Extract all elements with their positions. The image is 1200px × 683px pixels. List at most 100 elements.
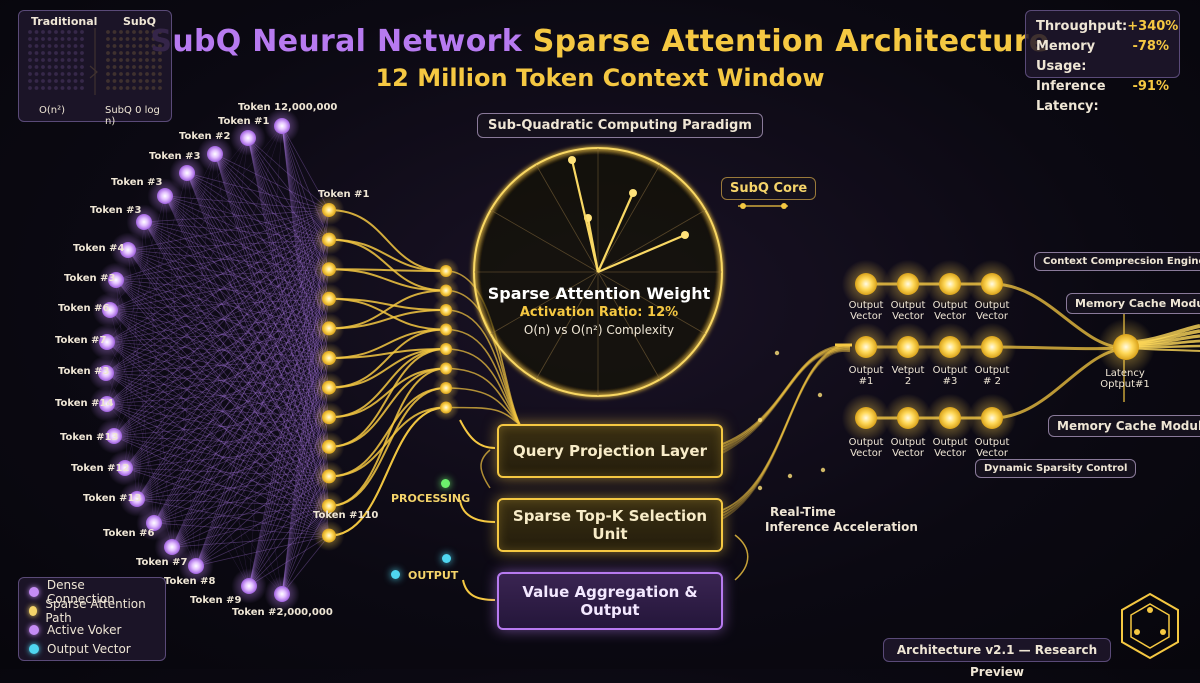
output-vector-label: Output Vector [974,300,1010,322]
memory-cache-module-bottom: Memory Cache Module [1048,415,1200,437]
output-vector-label: Output Vector [932,437,968,459]
title-part-2: Sparse Attention Architecture [532,24,1050,59]
input-token-node [110,232,146,268]
mid-token-bottom: Token #110 [313,510,379,521]
processing-label: PROCESSING [391,492,471,505]
legend: Dense Connection Sparse Attention Path A… [18,577,166,661]
middle-node [313,194,345,226]
input-token-node [136,505,172,541]
architecture-diagram [28,28,1200,660]
input-token-label: Token #3 [64,273,116,284]
output-vector-node [967,393,1017,443]
convergence-node [432,394,460,421]
version-badge: Architecture v2.1 — Research Preview [883,638,1111,679]
input-token-label: Token #1 [218,116,270,127]
mid-token-top: Token #1 [318,189,370,200]
input-token-node [264,108,300,144]
output-vector-node [883,259,933,309]
middle-node [313,461,345,492]
topk-selection-unit: Sparse Top-K Selection Unit [497,498,723,552]
middle-node [313,342,345,374]
output-vector-node [841,393,891,443]
sparkle [820,467,826,473]
memory-cache-module-top: Memory Cache Module [1066,293,1200,314]
sparkle [757,485,763,491]
value-aggregation-layer: Value Aggregation & Output [497,572,723,630]
legend-active-dot-icon [29,624,39,635]
input-token-node [154,529,190,565]
middle-node [313,283,345,315]
input-token-label: Token #12 [71,463,130,474]
sparkle [774,350,780,356]
output-vector-label: Vetput 2 [891,365,925,387]
output-vector-node [925,259,975,309]
middle-node [313,224,345,256]
middle-node [313,490,345,522]
sparse-attention-paths [328,209,749,601]
input-token-label: Token #13 [83,493,142,504]
subq-label: SubQ [123,15,156,28]
processing-indicator-icon [441,479,450,488]
input-token-label: Token #8 [164,576,216,587]
hex-logo-icon [1121,592,1179,660]
input-token-node [96,418,132,454]
realtime-label-1: Real-Time [770,505,836,519]
legend-output-dot-icon [29,643,39,654]
sparse-attention-circle [472,146,788,398]
legend-sparse-dot-icon [29,605,38,616]
latency-output-node [1097,318,1155,376]
convergence-node [432,316,460,343]
legend-active-voker: Active Voker [29,620,155,639]
middle-node [313,313,345,344]
convergence-node [432,296,460,324]
middle-node [313,372,345,403]
convergence-node [432,374,460,402]
middle-node [313,401,345,433]
input-token-label: Token #3 [58,366,110,377]
input-token-label: Token 12,000,000 [238,102,338,113]
output-vector-node [967,322,1017,372]
traditional-label: Traditional [31,15,98,28]
middle-node [313,431,345,463]
output-vector-label: Output # 2 [974,365,1010,387]
legend-output-vector: Output Vector [29,639,155,658]
output-vector-label: Output Vector [890,437,926,459]
input-token-node [98,262,134,298]
stat-memory: Memory Usage:-78% [1036,39,1169,74]
input-token-label: Token #6 [103,528,155,539]
activation-ratio: Activation Ratio: 12% [519,305,679,320]
input-token-node [92,292,128,328]
input-token-node [126,204,162,240]
sparkle [757,417,763,423]
output-vector-label: Output Vector [890,300,926,322]
subq-caption: SubQ 0 log n) [105,105,160,127]
traditional-caption: O(n²) [39,105,66,116]
input-token-node [169,155,205,191]
realtime-label-2: Inference Acceleration [765,520,918,534]
input-token-node [230,120,266,156]
input-token-node [89,386,125,422]
output-vector-node [841,322,891,372]
input-token-label: Token #2 [179,131,231,142]
input-token-node [264,576,300,612]
input-token-label: Token #7 [136,557,188,568]
stat-throughput: Throughput:+340% [1036,19,1179,34]
input-token-node [178,548,214,584]
middle-node [313,520,345,551]
page-title: SubQ Neural Network Sparse Attention Arc… [0,24,1200,59]
convergence-node [432,257,460,285]
output-vector-label: Output Vector [932,300,968,322]
complexity-comparison-box: Traditional SubQ O(n²) SubQ 0 log n) [18,10,172,127]
output-vector-node [925,322,975,372]
sparkle [787,473,793,479]
output-vector-node [967,259,1017,309]
legend-dense-connection: Dense Connection [29,578,155,606]
input-token-label: Token #13 [60,432,119,443]
legend-sparse-path: Sparse Attention Path [29,597,155,625]
complexity-text: O(n) vs O(n²) Complexity [523,323,675,337]
input-token-node [107,450,143,486]
output-vector-label: Output Vector [848,437,884,459]
output-label: OUTPUT [408,569,459,582]
input-token-node [88,355,124,391]
middle-node [313,253,345,285]
